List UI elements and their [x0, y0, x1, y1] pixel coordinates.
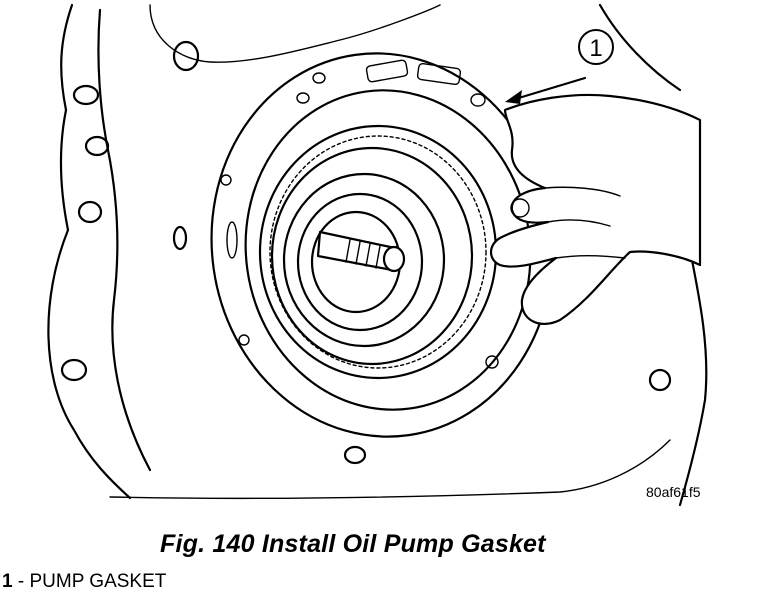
case-bolt-holes	[60, 40, 200, 382]
case-lower-edge	[109, 439, 671, 500]
callout-number: 1	[589, 35, 602, 62]
case-outline-left	[47, 3, 132, 500]
input-shaft	[316, 230, 406, 273]
case-boss-top	[149, 4, 441, 63]
legend-text: PUMP GASKET	[29, 571, 167, 592]
pump-gasket-illustration: 1	[47, 3, 708, 507]
figure-caption: Fig. 140 Install Oil Pump Gasket	[160, 530, 546, 558]
legend-separator: -	[12, 571, 30, 592]
case-bolt-right	[648, 368, 672, 392]
case-outline-left-inner	[97, 8, 152, 472]
callout-1: 1	[505, 29, 614, 104]
case-outline-right	[598, 3, 708, 507]
case-bolt-bottom	[343, 445, 367, 465]
image-code: 80af61f5	[646, 484, 701, 500]
hand	[489, 93, 702, 325]
legend-number: 1	[2, 571, 13, 592]
legend: 1 - PUMP GASKET	[2, 571, 166, 593]
